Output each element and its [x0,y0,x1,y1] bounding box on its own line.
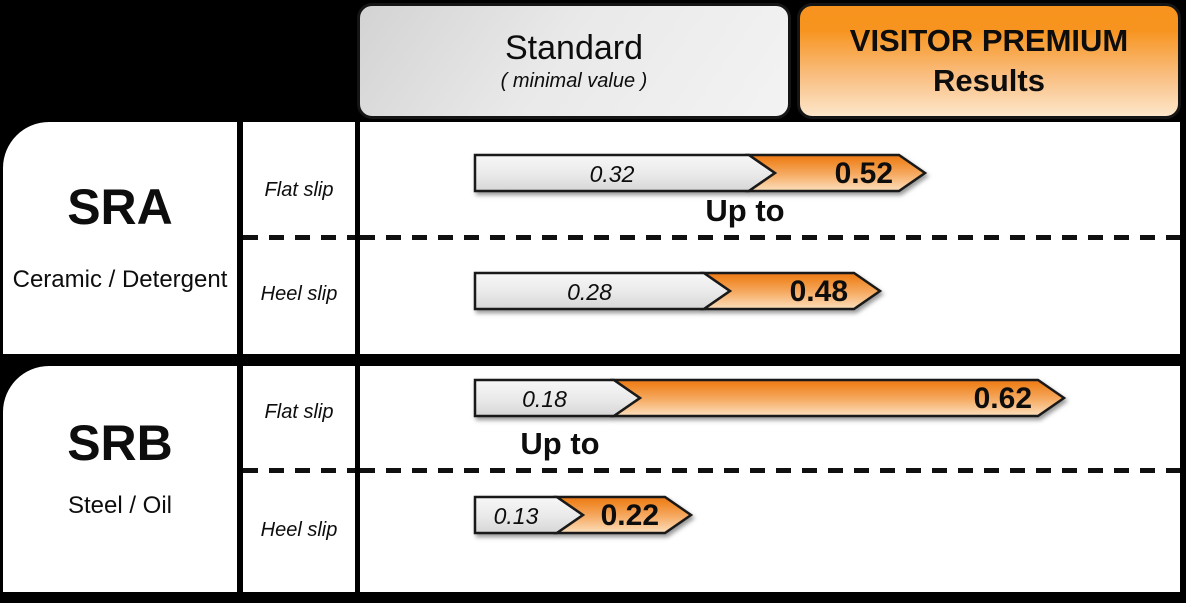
sra-flat-slip-bar: 0.32 0.52 [473,153,931,197]
sra-heel-slip-label: Heel slip [260,283,338,305]
sra-flat-standard-value: 0.32 [589,161,635,187]
srb-group-material: Steel / Oil [67,492,173,519]
sra-dashed-divider [243,235,355,240]
srb-heel-standard-value: 0.13 [493,503,539,529]
srb-group-cell: SRB Steel / Oil [3,366,237,592]
srb-heel-slip-bar: 0.13 0.22 [473,495,697,539]
srb-group-title: SRB [67,415,173,471]
srb-up-to-label: Up to [520,426,600,461]
srb-heel-slip-label: Heel slip [260,519,338,541]
sra-heel-standard-value: 0.28 [567,279,612,305]
sra-group-title: SRA [67,179,173,235]
sra-flat-premium-value: 0.52 [834,157,893,190]
sra-heel-slip-bar: 0.28 0.48 [473,271,886,315]
srb-heel-premium-value: 0.22 [600,499,659,532]
standard-header-title: Standard [505,28,643,67]
premium-header-line1: VISITOR PREMIUM [849,22,1129,58]
sra-flat-slip-label: Flat slip [264,179,334,201]
premium-arrow-shape [744,153,928,193]
sra-results-cell: 0.32 0.52 Up to 0.28 0.48 [360,122,1180,354]
premium-arrow-shape [699,271,883,311]
srb-flat-slip-bar: 0.18 0.62 [473,378,1070,422]
srb-test-labels-cell: Flat slip Heel slip [243,366,355,592]
sra-up-to-label: Up to [705,193,785,228]
srb-flat-slip-label: Flat slip [264,401,334,423]
srb-flat-standard-value: 0.18 [522,386,567,412]
srb-dashed-divider [243,468,355,473]
sra-test-labels-cell: Flat slip Heel slip [243,122,355,354]
premium-column-header: VISITOR PREMIUM Results [797,3,1181,119]
sra-group-material: Ceramic / Detergent [12,266,228,293]
sra-results-dashed-divider [360,235,1180,240]
premium-header-line2: Results [933,63,1045,98]
srb-flat-premium-value: 0.62 [973,382,1032,415]
srb-results-cell: 0.18 0.62 Up to 0.13 0.22 [360,366,1180,592]
standard-column-header: Standard ( minimal value ) [357,3,791,119]
premium-arrow-shape [609,378,1067,418]
standard-header-subtitle: ( minimal value ) [500,70,648,93]
sra-heel-premium-value: 0.48 [789,275,848,308]
sra-group-cell: SRA Ceramic / Detergent [3,122,237,354]
srb-results-dashed-divider [360,468,1180,473]
premium-arrow-shape [552,495,694,535]
